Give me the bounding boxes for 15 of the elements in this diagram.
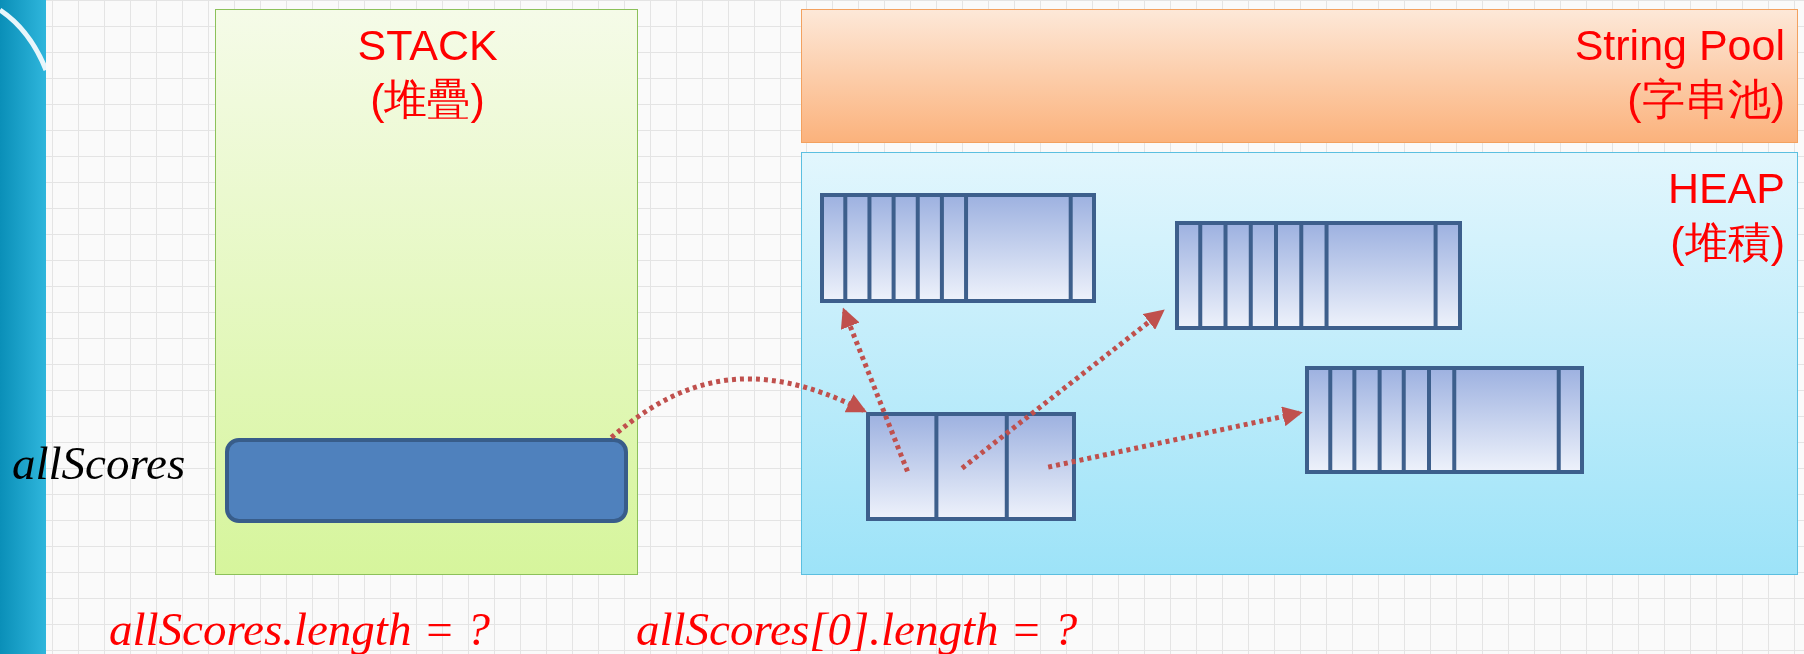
dotted-arrow [1047,406,1303,470]
dotted-arrow [609,376,868,440]
array-box [819,192,1096,303]
stack-panel [215,9,638,575]
region-label: String Pool (字串池) [1573,20,1785,125]
heap-panel [801,152,1798,575]
array-box [1174,220,1462,330]
region-label: HEAP (堆積) [1666,163,1785,268]
array-box [865,411,1076,521]
dotted-arrow [840,307,910,473]
string-pool-panel [801,9,1798,143]
variable-slot [224,437,628,523]
region-label: STACK (堆疊) [357,20,498,125]
dotted-arrow [960,309,1165,471]
array-box [1304,365,1584,474]
